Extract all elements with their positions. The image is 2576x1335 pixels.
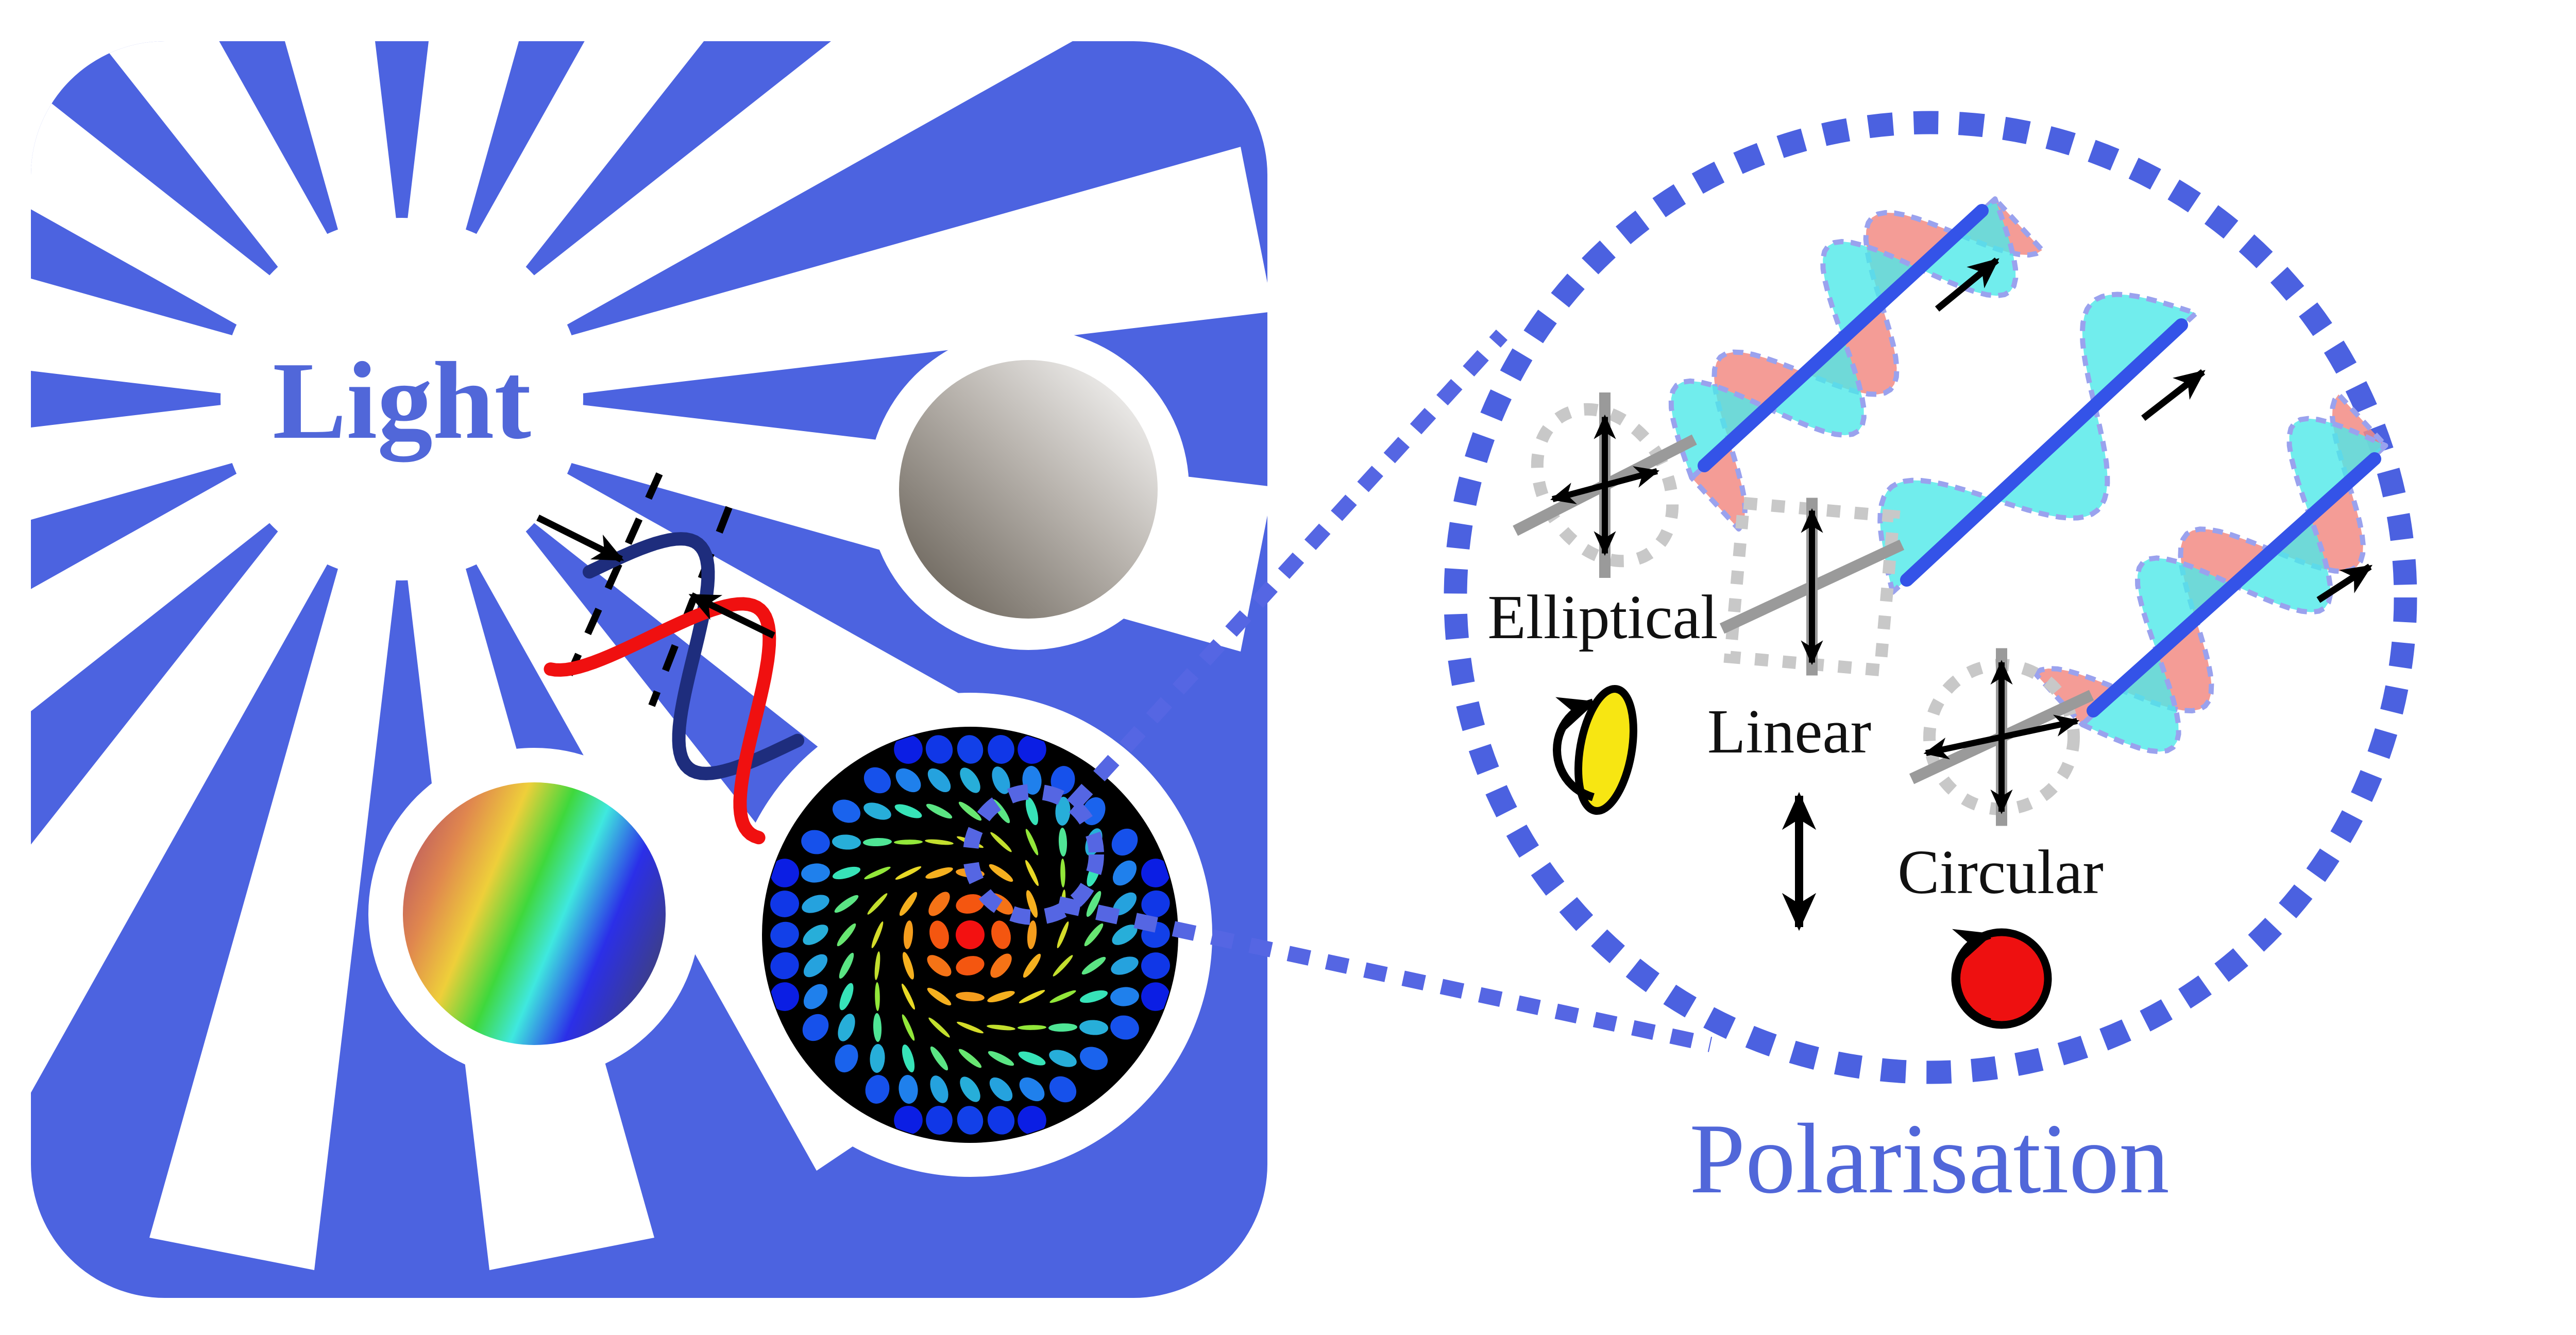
- light-center-disc: [221, 218, 583, 580]
- polarisation-label: Polarisation: [1689, 1103, 2170, 1214]
- spectrum-circle: [403, 782, 666, 1045]
- polarisation-circle: [1444, 111, 2417, 1084]
- magnifier-circle: [963, 784, 1104, 925]
- doodle-arrow-2: [688, 592, 775, 639]
- unpolarised-gradient-circle: [899, 360, 1158, 619]
- wave-groups: [1668, 196, 2388, 755]
- state-markers: [1552, 685, 2052, 1029]
- light-label: Light: [273, 339, 531, 462]
- light-panel: Light: [31, 41, 1267, 1298]
- magnifier-line-top: [1066, 329, 1508, 811]
- magnifier-line-bottom: [1057, 896, 1713, 1052]
- state-label-linear: Linear: [1707, 697, 1871, 766]
- doodle-dashed-axis-1: [566, 472, 663, 676]
- doodle-arrow-1: [536, 515, 624, 562]
- polarisation-axis-symbols: [1513, 392, 2094, 826]
- state-label-circular: Circular: [1897, 837, 2104, 907]
- magnifier-callout: [963, 329, 1713, 1052]
- state-label-elliptical: Elliptical: [1487, 583, 1718, 652]
- polarisation-ellipse-field: [770, 735, 1170, 1135]
- em-wave-doodle: [536, 472, 805, 845]
- polarisation-panel: Elliptical Linear Circular Polarisation: [1444, 111, 2417, 1214]
- e-and-b-field-curves: [544, 532, 805, 845]
